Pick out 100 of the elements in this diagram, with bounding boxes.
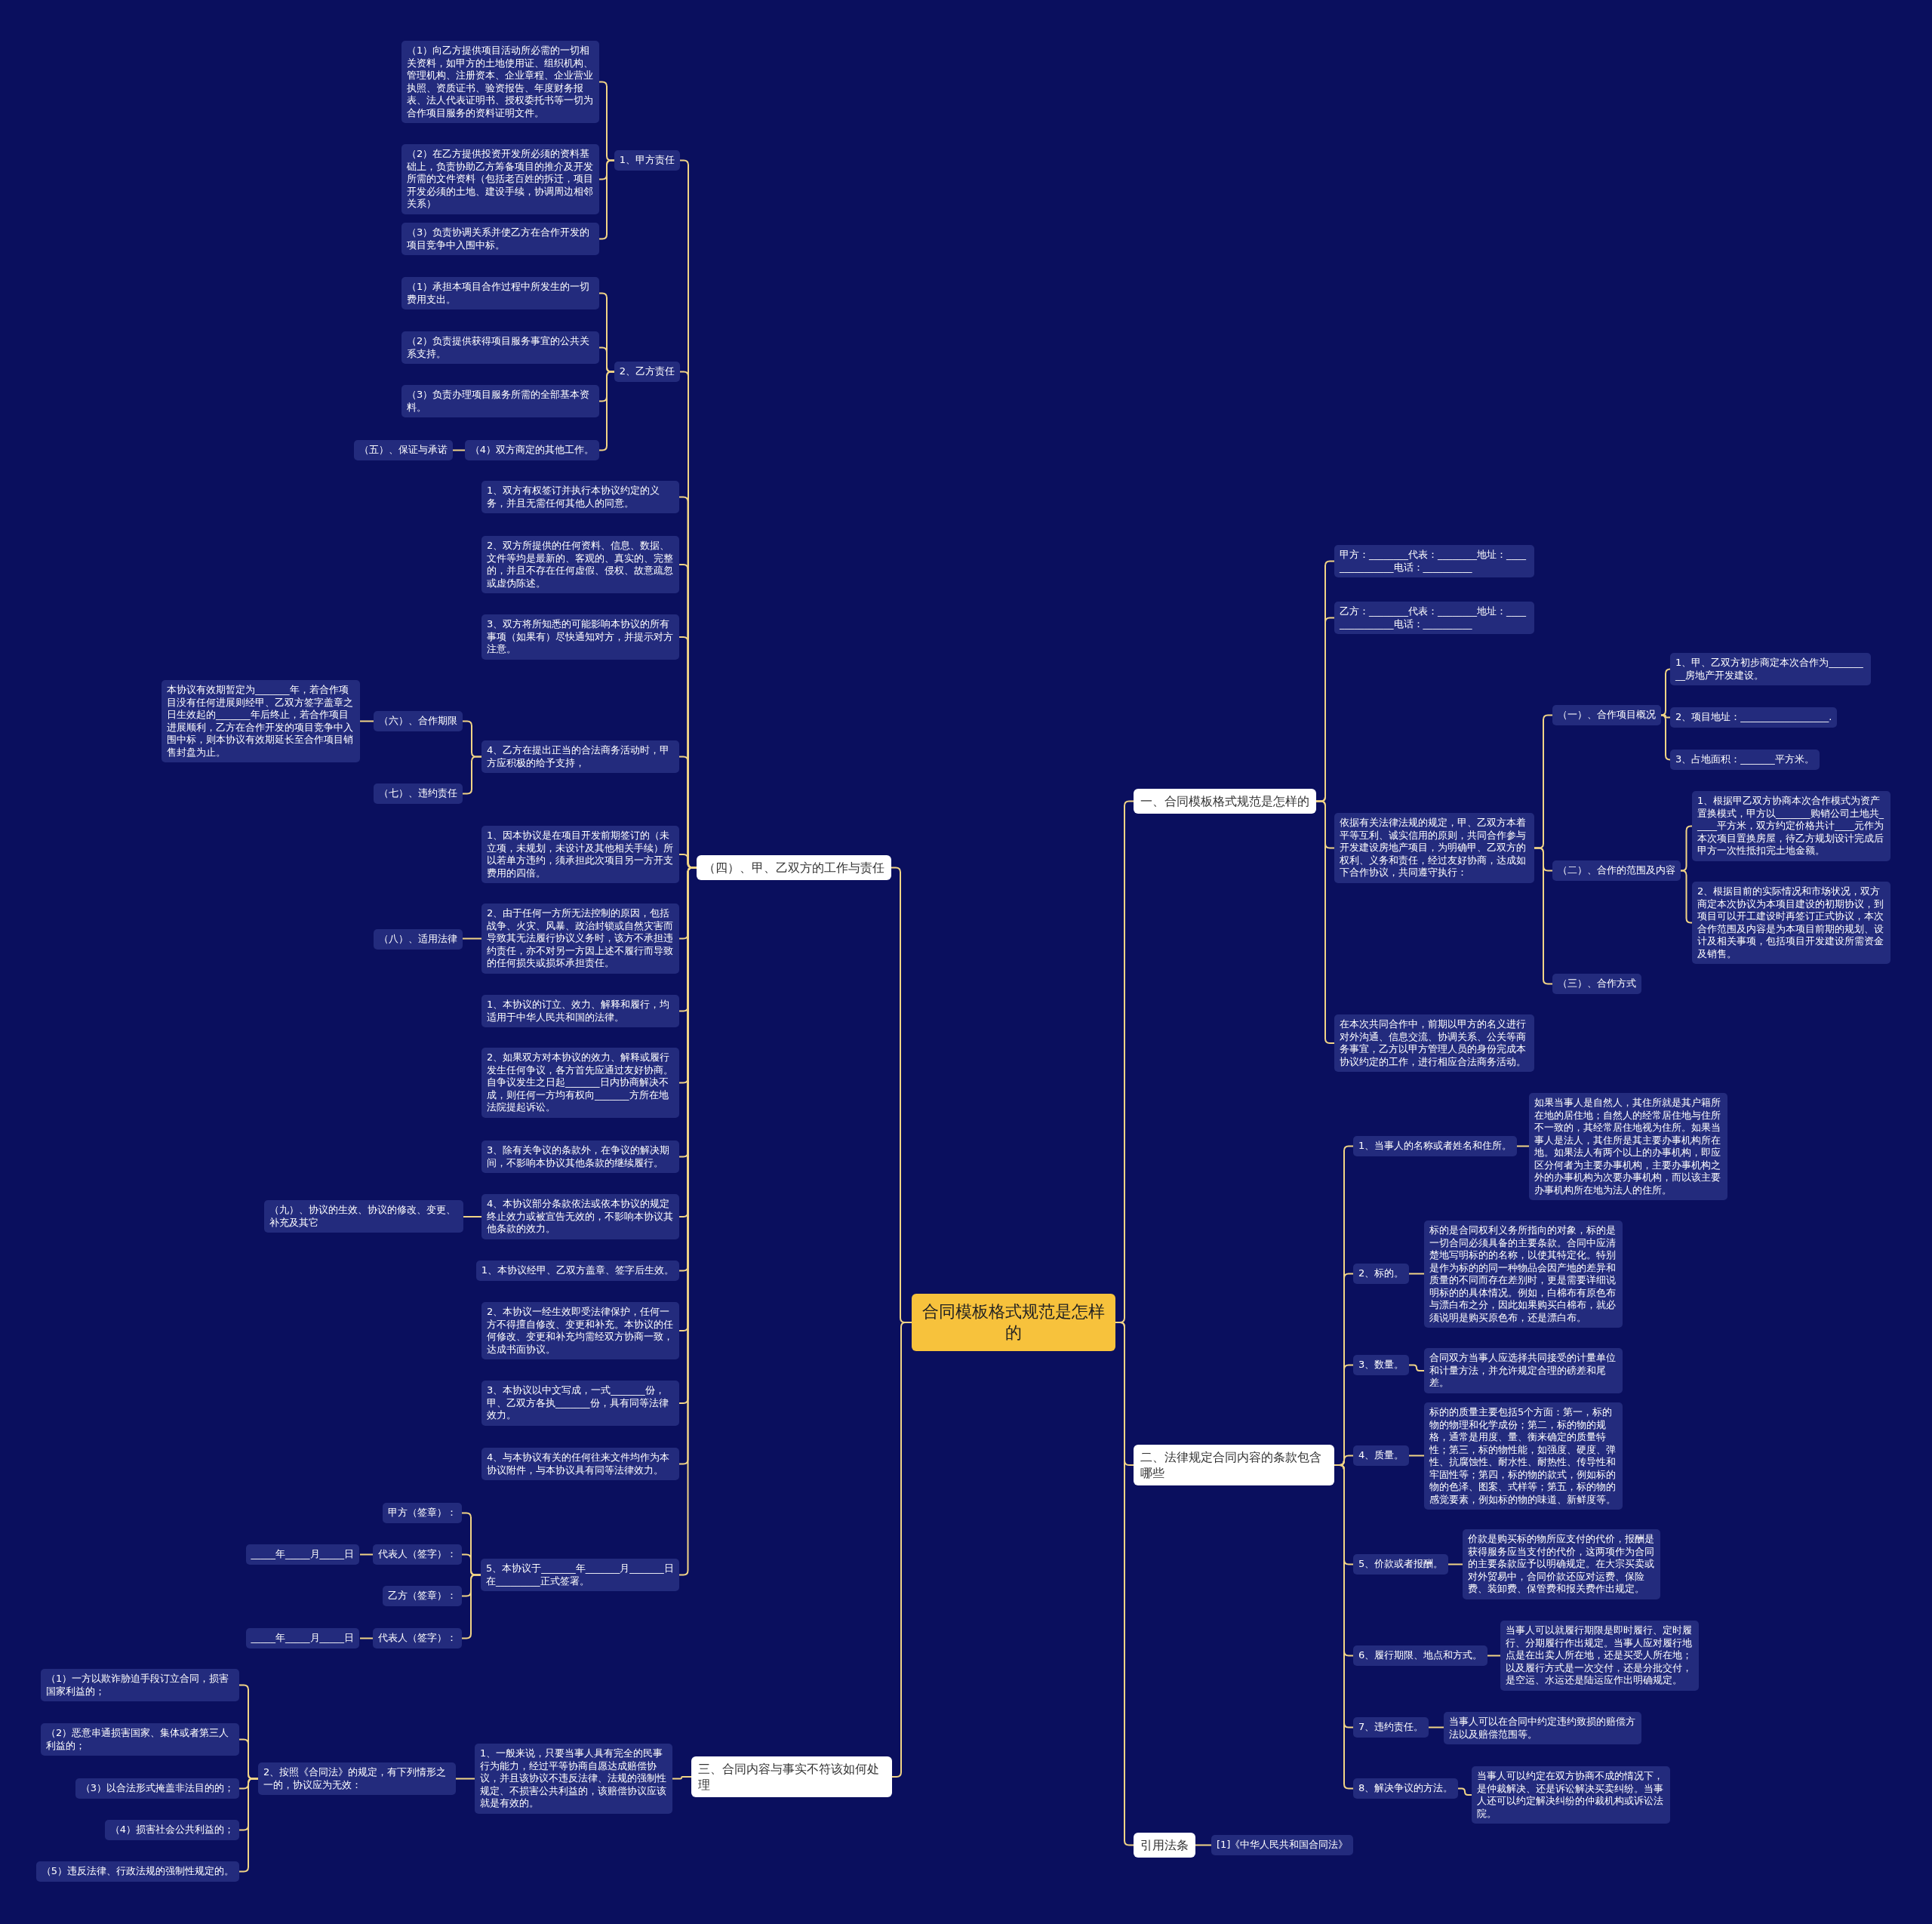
connector-line — [1195, 1844, 1212, 1846]
topic-box: 7、违约责任。 — [1353, 1717, 1429, 1738]
topic-box: 在本次共同合作中，前期以甲方的名义进行对外沟通、信息交流、协调关系、公关等商务事宜，乙方以甲方管理人员的身份完成本协议约定的工作，进行相应合法商务活动。 — [1334, 1014, 1534, 1072]
connector-line — [1516, 1145, 1530, 1147]
topic-box: 当事人可以在合同中约定违约致损的赔偿方法以及赔偿范围等。 — [1444, 1712, 1641, 1744]
topic-box: _____年_____月_____日 — [245, 1628, 359, 1648]
topic-box: 2、标的。 — [1353, 1264, 1410, 1284]
connector-line — [452, 449, 466, 451]
topic-box: 2、本协议一经生效即受法律保护，任何一方不得擅自修改、变更和补充。本协议的任何修改、变更和补充均需经双方协商一致，达成书面协议。 — [481, 1302, 679, 1359]
topic-box: （4）损害社会公共利益的； — [104, 1820, 239, 1840]
topic-box: （1）承担本项目合作过程中所发生的一切费用支出。 — [401, 277, 599, 309]
topic-box: （六）、合作期限 — [374, 711, 463, 731]
topic-box: 甲方（签章）： — [383, 1503, 462, 1523]
topic-box: 依据有关法律法规的规定，甲、乙双方本着平等互利、诚实信用的原则，共同合作参与开发建设房地产项目，为明确甲、乙双方的权利、义务和责任，经过友好协商，达成如下合作协议，共同遵守执行： — [1334, 813, 1534, 883]
connector-line — [461, 1574, 481, 1639]
branch-topic: 一、合同模板格式规范是怎样的 — [1134, 789, 1316, 814]
connector-line — [1447, 1563, 1463, 1565]
topic-box: （七）、违约责任 — [374, 783, 463, 804]
topic-box: 代表人（签字）： — [373, 1544, 462, 1565]
connector-line — [359, 720, 374, 722]
topic-box: 3、本协议以中文写成，一式_______份，甲、乙双方各执_______份，具有同等法律效力。 — [481, 1381, 679, 1426]
topic-box: （一）、合作项目概况 — [1552, 705, 1661, 725]
topic-box: 代表人（签字）： — [373, 1628, 462, 1648]
connector-line — [359, 1553, 374, 1556]
branch-topic: 二、法律规定合同内容的条款包含哪些 — [1134, 1445, 1334, 1485]
topic-box: 1、一般来说，只要当事人具有完全的民事行为能力，经过平等协商自愿达成赔偿协议，并且该协议不违反法律、法规的强制性规定、不损害公共利益的，该赔偿协议应该就是有效的。 — [475, 1744, 672, 1814]
branch-topic: （四）、甲、乙双方的工作与责任 — [697, 855, 891, 880]
topic-box: 3、占地面积：_______平方米。 — [1670, 750, 1820, 770]
topic-box: 本协议有效期暂定为_______年，若合作项目没有任何进展则经甲、乙双方签字盖章之日生效起的_______年后终止，若合作项目进展顺利，乙方在合作开发的项目竞争中入围中标，则本协议有效期延长至合作项目销售封盘为止。 — [162, 680, 360, 762]
connector-line — [1457, 1787, 1472, 1796]
topic-box: （1）一方以欺诈胁迫手段订立合同，损害国家利益的； — [41, 1669, 239, 1701]
topic-box: 乙方：________代表：________地址：_______________电话：__________ — [1334, 602, 1534, 634]
topic-box: 8、解决争议的方法。 — [1353, 1778, 1459, 1799]
connector-line — [463, 1216, 482, 1218]
topic-box: 合同双方当事人应选择共同接受的计量单位和计量方法，并允许规定合理的磅差和尾差。 — [1424, 1348, 1623, 1393]
connector-line — [462, 937, 482, 940]
topic-box: （2）负责提供获得项目服务事宜的公共关系支持。 — [401, 331, 599, 364]
topic-box: （3）负责办理项目服务所需的全部基本资料。 — [401, 385, 599, 417]
connector-line — [1680, 870, 1693, 924]
topic-box: 当事人可以就履行期限是即时履行、定时履行、分期履行作出规定。当事人应对履行地点是在出卖人所在地，还是买受人所在地；以及履行方式是一次交付，还是分批交付，是空运、水运还是陆运应作出明确规定。 — [1500, 1621, 1699, 1691]
topic-box: （八）、适用法律 — [374, 929, 463, 950]
connector-line — [1660, 714, 1671, 761]
topic-box: 4、本协议部分条款依法或依本协议的规定终止效力或被宣告无效的，不影响本协议其他条款的效力。 — [481, 1194, 679, 1239]
connector-line — [1487, 1655, 1501, 1657]
connector-line — [455, 1778, 475, 1780]
topic-box: （三）、合作方式 — [1552, 974, 1641, 994]
topic-box: 1、甲、乙双方初步商定本次合作为_________房地产开发建设。 — [1670, 653, 1871, 685]
topic-box: （二）、合作的范围及内容 — [1552, 860, 1681, 881]
connector-line — [1408, 1273, 1425, 1275]
topic-box: 3、数量。 — [1353, 1355, 1410, 1375]
connector-line — [1660, 668, 1671, 716]
topic-box: 1、因本协议是在项目开发前期签订的（未立项，未规划，未设计及其他相关手续）所以若单方违约，须承担此次项目另一方开支费用的四倍。 — [481, 826, 679, 883]
connector-line — [598, 371, 615, 451]
connector-line — [238, 1778, 259, 1873]
topic-box: 1、根据甲乙双方协商本次合作模式为资产置换模式，甲方以_______购销公司土地共_____平方米，双方约定价格共计____元作为本次项目置换房屋，待乙方规划设计完成后甲方一次性抵扣完土地金额。 — [1692, 791, 1890, 861]
topic-box: 2、按照《合同法》的规定，有下列情形之一的，协议应为无效： — [258, 1762, 456, 1795]
topic-box: 2、乙方责任 — [614, 362, 680, 382]
topic-box: 5、本协议于_______年_______月_______日在_________正式签署。 — [481, 1559, 679, 1591]
topic-box: （2）在乙方提供投资开发所必须的资料基础上，负责协助乙方筹备项目的推介及开发所需的文件资料（包括老百姓的拆迁，项目开发必须的土地、建设手续，协调周边相邻关系） — [401, 144, 599, 214]
topic-box: 1、当事人的名称或者姓名和住所。 — [1353, 1136, 1518, 1156]
topic-box: 5、价款或者报酬。 — [1353, 1554, 1449, 1575]
topic-box: 乙方（签章）： — [383, 1586, 462, 1606]
topic-box: 如果当事人是自然人，其住所就是其户籍所在地的居住地；自然人的经常居住地与住所不一致的，其经常居住地视为住所。如果当事人是法人，其住所是其主要办事机构所在地。如果法人有两个以上的办事机构，即应区分何者为主要办事机构，主要办事机构之外的办事机构为次要办事机构，而以该主要办事机构所在地为法人的住所。 — [1529, 1093, 1727, 1200]
topic-box: 当事人可以约定在双方协商不成的情况下，是仲裁解决、还是诉讼解决买卖纠纷。当事人还可以约定解决纠纷的仲裁机构或诉讼法院。 — [1472, 1766, 1670, 1824]
topic-box: 2、如果双方对本协议的效力、解释或履行发生任何争议，各方首先应通过友好协商。自争议发生之日起_______日内协商解决不成，则任何一方均有权向_______方所在地法院提起诉讼。 — [481, 1048, 679, 1118]
topic-box: 2、项目地址：__________________. — [1670, 707, 1838, 728]
connector-line — [1408, 1364, 1425, 1371]
topic-box: 6、履行期限、地点和方式。 — [1353, 1645, 1488, 1666]
topic-box: 1、双方有权签订并执行本协议约定的义务，并且无需任何其他人的同意。 — [481, 481, 679, 513]
topic-box: 2、根据目前的实际情况和市场状况，双方商定本次协议为本项目建设的初期协议，到项目可以开工建设时再签订正式协议，本次合作范围及内容是为本项目前期的规划、设计及相关事项，包括项目开发建设所需资金及销售。 — [1692, 882, 1890, 964]
topic-box: （九）、协议的生效、协议的修改、变更、补充及其它 — [264, 1200, 463, 1233]
topic-box: （五）、保证与承诺 — [354, 440, 453, 460]
branch-topic: 引用法条 — [1134, 1833, 1195, 1858]
topic-box: （1）向乙方提供项目活动所必需的一切相关资料，如甲方的土地使用证、组织机构、管理机构、注册资本、企业章程、企业营业执照、资质证书、验资报告、年度财务报表、法人代表证明书、授权委托书等一切为合作项目服务的资料证明文件。 — [401, 41, 599, 123]
topic-box: （4）双方商定的其他工作。 — [464, 440, 599, 460]
topic-box: 4、质量。 — [1353, 1445, 1410, 1466]
connector-line — [1428, 1726, 1444, 1729]
topic-box: 4、与本协议有关的任何往来文件均作为本协议附件，与本协议具有同等法律效力。 — [481, 1448, 679, 1480]
topic-box: 1、本协议经甲、乙双方盖章、签字后生效。 — [475, 1261, 679, 1281]
connector-line — [1680, 825, 1693, 872]
connector-line — [1408, 1455, 1425, 1457]
connector-line — [359, 1637, 374, 1639]
topic-box: _____年_____月_____日 — [245, 1544, 359, 1565]
central-topic: 合同模板格式规范是怎样的 — [912, 1294, 1115, 1351]
topic-box: 4、乙方在提出正当的合法商务活动时，甲方应积极的给予支持， — [481, 740, 679, 773]
topic-box: 3、双方将所知悉的可能影响本协议的所有事项（如果有）尽快通知对方，并提示对方注意。 — [481, 614, 679, 660]
connector-line — [672, 1776, 692, 1780]
topic-box: 1、甲方责任 — [614, 150, 680, 171]
topic-box: 标的的质量主要包括5个方面：第一，标的物的物理和化学成份；第二，标的物的规格，通常是用度、量、衡来确定的质量特性；第三，标的物性能，如强度、硬度、弹性、抗腐蚀性、耐水性、耐热性、传导性和牢固性等；第四，标的物的款式，例如标的物的色泽、图案、式样等；第五，标的物的感觉要素，例如标的物的味道、新鲜度等。 — [1424, 1402, 1623, 1510]
connector-line — [462, 756, 482, 795]
topic-box: 甲方：________代表：________地址：_______________电话：__________ — [1334, 545, 1534, 577]
topic-box: 1、本协议的订立、效力、解释和履行，均适用于中华人民共和国的法律。 — [481, 995, 679, 1027]
topic-box: （2）恶意串通损害国家、集体或者第三人利益的； — [41, 1723, 239, 1756]
branch-topic: 三、合同内容与事实不符该如何处理 — [691, 1756, 892, 1797]
topic-box: 价款是购买标的物所应支付的代价，报酬是获得服务应当支付的代价，这两项作为合同的主要条款应予以明确规定。在大宗买卖或对外贸易中，合同价款还应对运费、保险费、装卸费、保管费和报关费作出规定。 — [1463, 1529, 1660, 1599]
topic-box: 3、除有关争议的条款外，在争议的解决期间，不影响本协议其他条款的继续履行。 — [481, 1141, 679, 1173]
connector-line — [598, 159, 615, 240]
topic-box: （3）以合法形式掩盖非法目的的； — [75, 1778, 239, 1799]
topic-box: 2、双方所提供的任何资料、信息、数据、文件等均是最新的、客观的、真实的、完整的，并且不存在任何虚假、侵权、故意疏忽或虚伪陈述。 — [481, 536, 679, 593]
topic-box: 标的是合同权利义务所指向的对象，标的是一切合同必须具备的主要条款。合同中应清楚地写明标的的名称，以使其特定化。特别是作为标的的同一种物品会因产地的差异和质量的不同而存在差别时，更是需要详细说明标的的具体情况。例如，白棉布有原色布与漂白布之分，因此如果购买白棉布，就必须说明是购买原色布，还是漂白布。 — [1424, 1221, 1623, 1328]
